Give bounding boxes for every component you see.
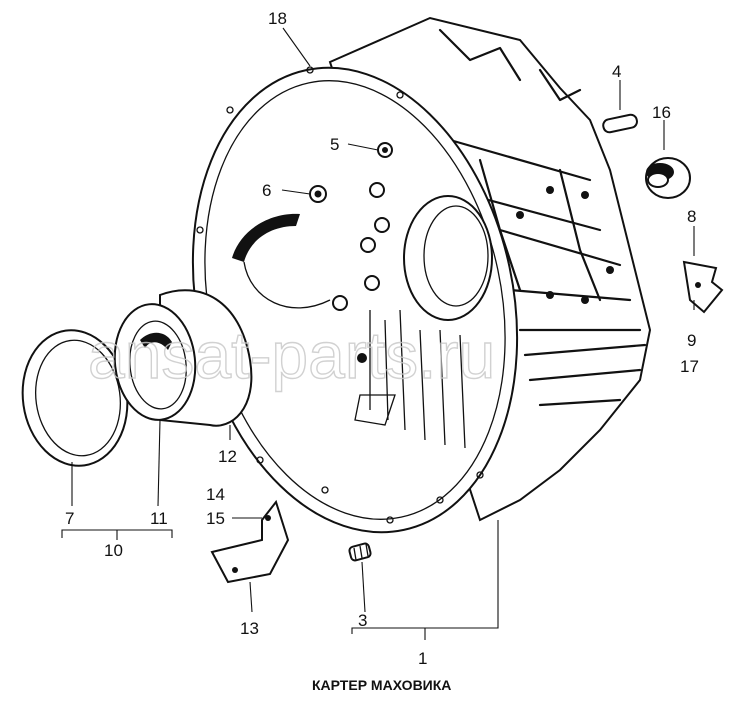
flywheel-housing bbox=[191, 16, 652, 534]
label-15: 15 bbox=[206, 509, 225, 528]
pin-4 bbox=[602, 113, 638, 134]
leader-lines bbox=[61, 27, 695, 640]
label-6: 6 bbox=[262, 181, 271, 200]
label-17: 17 bbox=[680, 357, 699, 376]
watermark: ansat-parts.ru bbox=[88, 318, 495, 392]
cover-13 bbox=[210, 499, 290, 584]
label-9: 9 bbox=[687, 331, 696, 350]
cover-11-12 bbox=[113, 289, 253, 427]
label-5: 5 bbox=[330, 135, 339, 154]
label-8: 8 bbox=[687, 207, 696, 226]
label-16: 16 bbox=[652, 103, 671, 122]
bracket-8-9-17 bbox=[682, 260, 724, 314]
label-14: 14 bbox=[206, 485, 225, 504]
label-10: 10 bbox=[104, 541, 123, 560]
plug-16 bbox=[645, 157, 691, 199]
label-12: 12 bbox=[218, 447, 237, 466]
label-3: 3 bbox=[358, 611, 367, 630]
label-7: 7 bbox=[65, 509, 74, 528]
diagram-caption: КАРТЕР МАХОВИКА bbox=[312, 677, 451, 693]
part-labels: 18 5 6 4 16 8 9 17 12 14 15 7 11 10 13 3… bbox=[65, 9, 699, 668]
label-1: 1 bbox=[418, 649, 427, 668]
label-4: 4 bbox=[612, 62, 621, 81]
label-13: 13 bbox=[240, 619, 259, 638]
label-18: 18 bbox=[268, 9, 287, 28]
stud-3 bbox=[348, 542, 372, 562]
label-11: 11 bbox=[150, 509, 168, 528]
